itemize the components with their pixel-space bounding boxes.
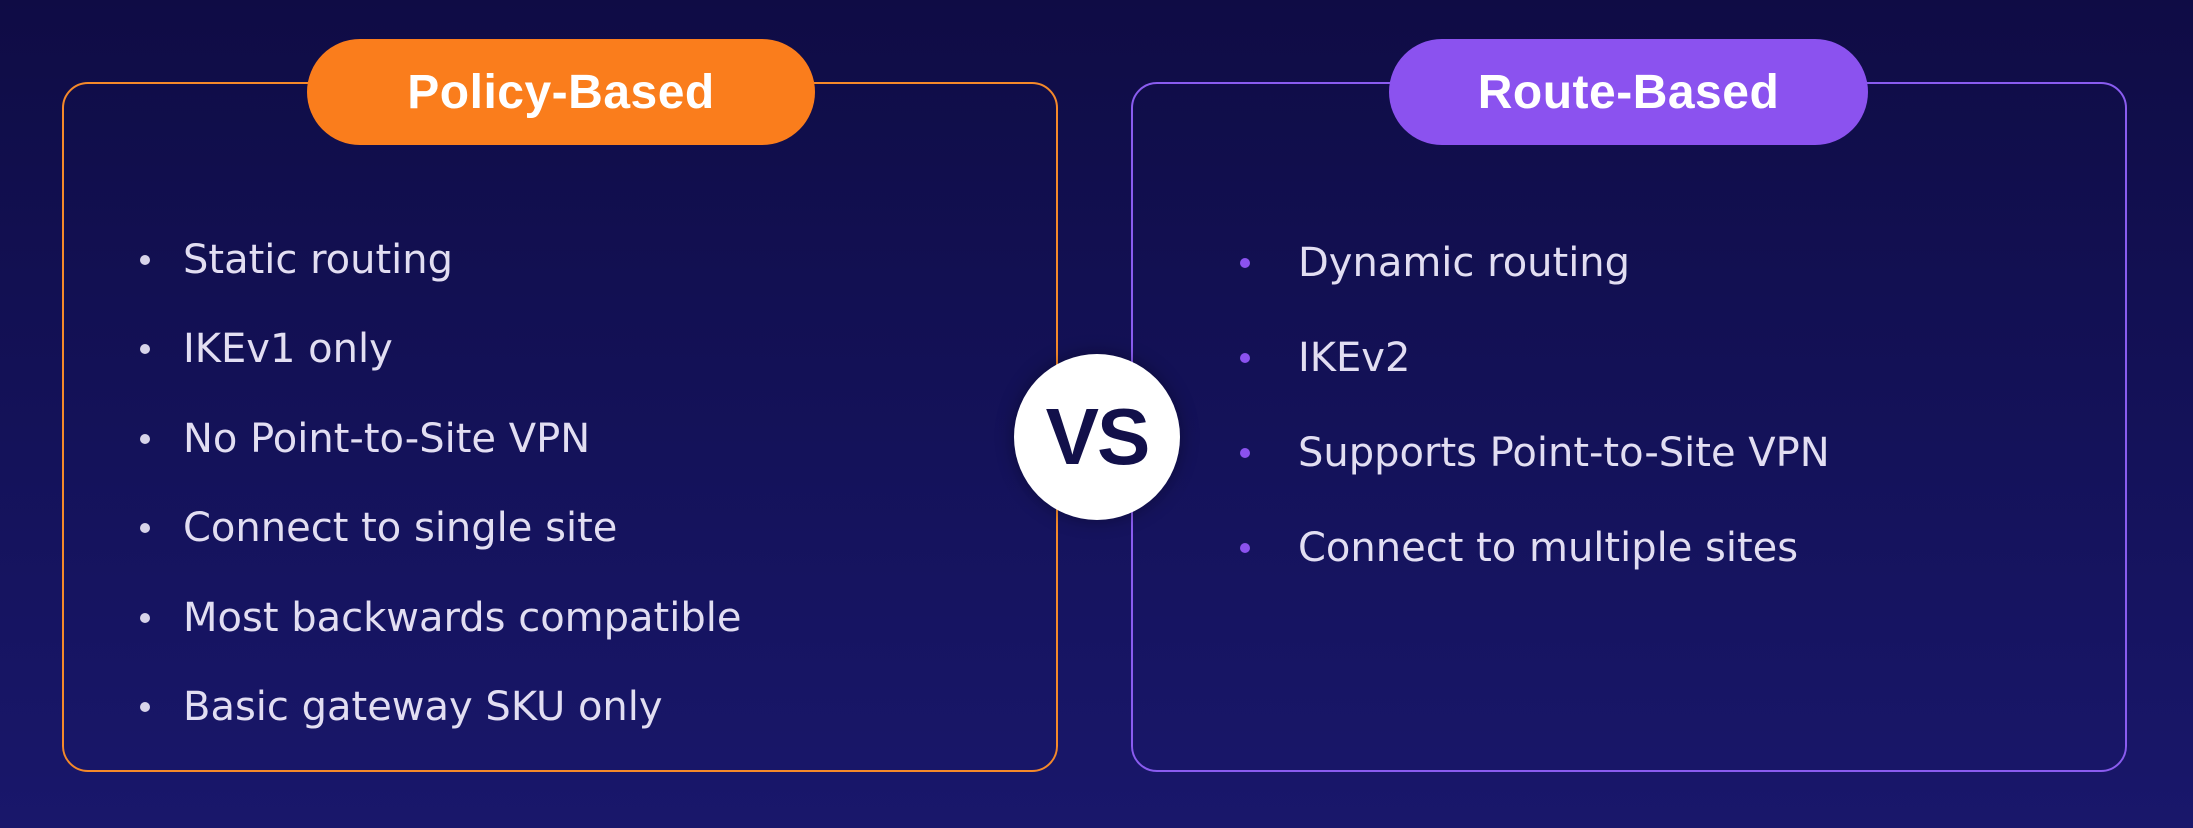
bullet-icon <box>1240 257 1250 268</box>
list-item-label: Basic gateway SKU only <box>183 684 663 731</box>
list-item: No Point-to-Site VPN <box>140 394 741 484</box>
list-item-label: Most backwards compatible <box>183 594 742 641</box>
bullet-icon <box>140 344 150 355</box>
list-item: Connect to single site <box>140 484 741 574</box>
policy-based-title: Policy-Based <box>307 39 815 145</box>
route-based-feature-list: Dynamic routing IKEv2 Supports Point-to-… <box>1240 215 1830 595</box>
list-item: IKEv2 <box>1240 310 1830 405</box>
bullet-icon <box>140 523 150 534</box>
list-item: Most backwards compatible <box>140 573 741 663</box>
bullet-icon <box>140 254 150 265</box>
list-item-label: Connect to multiple sites <box>1298 524 1799 571</box>
bullet-icon <box>1240 352 1250 363</box>
list-item: Static routing <box>140 215 741 305</box>
list-item-label: IKEv2 <box>1298 334 1411 381</box>
bullet-icon <box>1240 447 1250 458</box>
list-item-label: Static routing <box>183 236 454 283</box>
list-item: Connect to multiple sites <box>1240 500 1830 595</box>
bullet-icon <box>1240 542 1250 553</box>
policy-based-feature-list: Static routing IKEv1 only No Point-to-Si… <box>140 215 741 752</box>
list-item-label: IKEv1 only <box>183 326 393 373</box>
vs-badge: VS <box>1014 354 1180 520</box>
route-based-title: Route-Based <box>1389 39 1868 145</box>
list-item: Supports Point-to-Site VPN <box>1240 405 1830 500</box>
bullet-icon <box>140 612 150 623</box>
list-item-label: Dynamic routing <box>1298 239 1631 286</box>
bullet-icon <box>140 702 150 713</box>
bullet-icon <box>140 433 150 444</box>
list-item: Dynamic routing <box>1240 215 1830 310</box>
list-item-label: No Point-to-Site VPN <box>183 415 591 462</box>
list-item-label: Supports Point-to-Site VPN <box>1298 429 1830 476</box>
list-item-label: Connect to single site <box>183 505 618 552</box>
list-item: IKEv1 only <box>140 305 741 395</box>
list-item: Basic gateway SKU only <box>140 663 741 753</box>
